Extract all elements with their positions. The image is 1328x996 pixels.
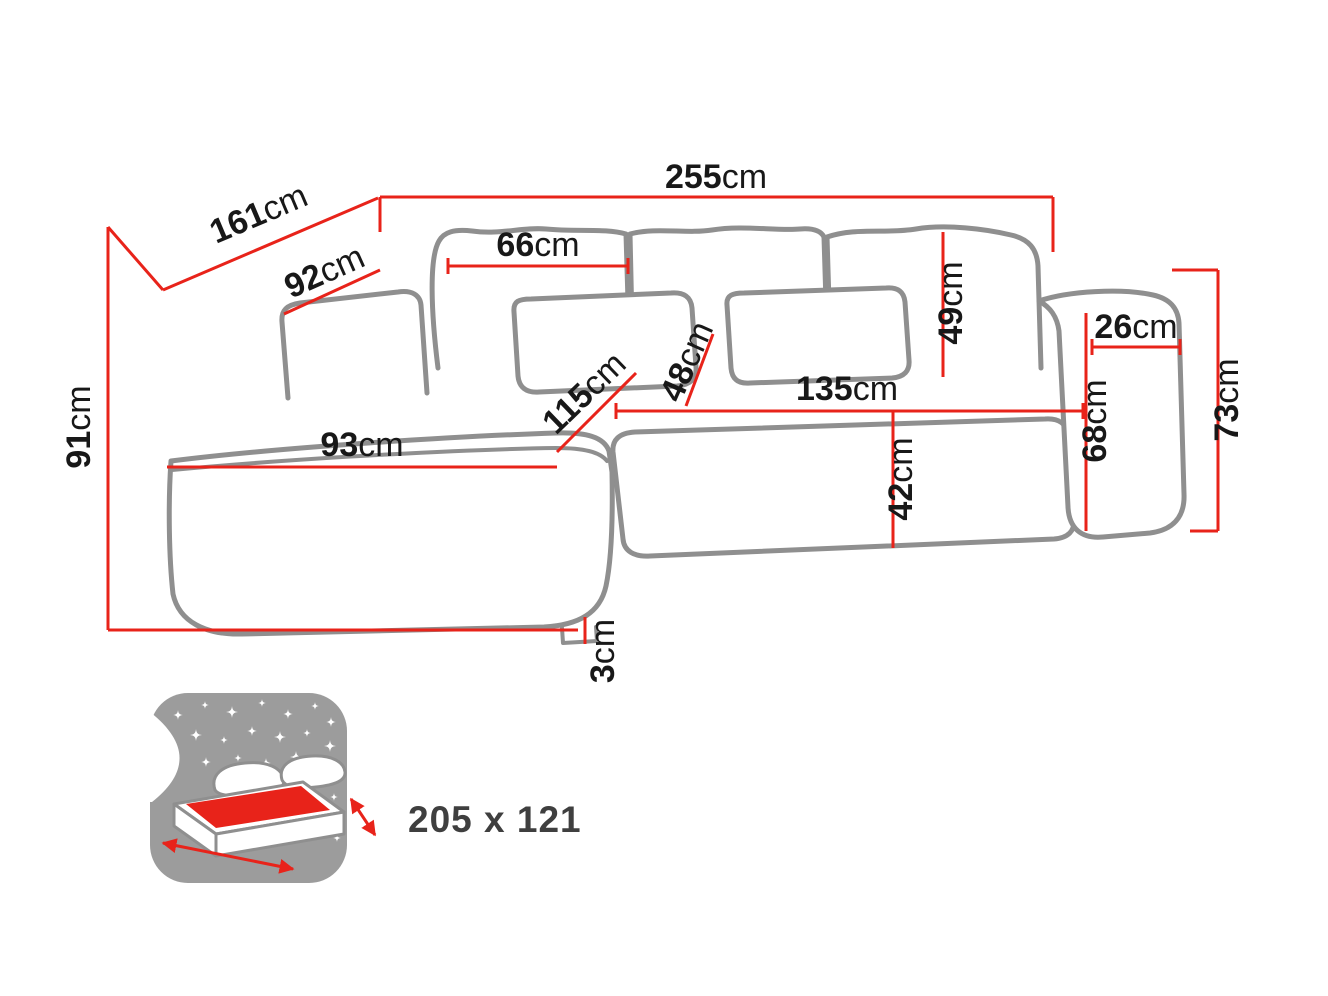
- sleeping-function-icon: 205 x 121: [150, 693, 582, 883]
- dim-leg-height-label: 3cm: [584, 619, 622, 683]
- left-armrest: [279, 289, 430, 401]
- right-armrest: [1036, 288, 1187, 540]
- dim-right-armrest-height-label: 68cm: [1076, 379, 1114, 462]
- dim-seat-width-label: 135cm: [796, 370, 898, 408]
- tile-white-crescent: [150, 712, 180, 802]
- dim-chaise-depth-line: [555, 371, 638, 454]
- sofa-leg: [560, 625, 599, 645]
- dim-height-right-label: 73cm: [1208, 358, 1246, 441]
- width-arrow-icon: [349, 797, 377, 837]
- front-pillow-right: [724, 285, 912, 386]
- dim-right-armrest-width-label: 26cm: [1094, 308, 1177, 346]
- sleeping-area-size-label: 205 x 121: [408, 799, 582, 840]
- dim-depth-diagonal-line: [162, 196, 379, 292]
- dim-depth-diagonal-connector: [106, 226, 165, 291]
- dim-left-armrest-depth-line: [283, 268, 381, 316]
- mattress-red-surface: [186, 786, 330, 828]
- front-pillow-left: [511, 290, 699, 395]
- dim-height-left-label: 91cm: [60, 385, 98, 468]
- main-seat: [610, 416, 1077, 559]
- length-arrow-icon: [161, 838, 295, 874]
- chaise-seat-edge: [170, 446, 609, 472]
- chaise-section: [166, 430, 615, 637]
- dim-chaise-seat-width-label: 93cm: [320, 426, 403, 464]
- dimension-labels: 255cm 161cm 91cm 92cm 66cm 49cm 26cm 73c…: [60, 158, 1246, 683]
- dim-overall-width-label: 255cm: [665, 158, 767, 196]
- dim-back-cushion-height-label: 49cm: [932, 261, 970, 344]
- dim-seat-depth-label: 42cm: [882, 437, 920, 520]
- sofa-drawing: [166, 224, 1187, 645]
- bed-icon: [161, 754, 377, 874]
- dim-back-cushion-width-label: 66cm: [496, 226, 579, 264]
- dim-seat-height-line: [684, 333, 715, 407]
- dim-depth-diagonal-label: 161cm: [204, 176, 313, 251]
- dimension-lines: [106, 195, 1220, 644]
